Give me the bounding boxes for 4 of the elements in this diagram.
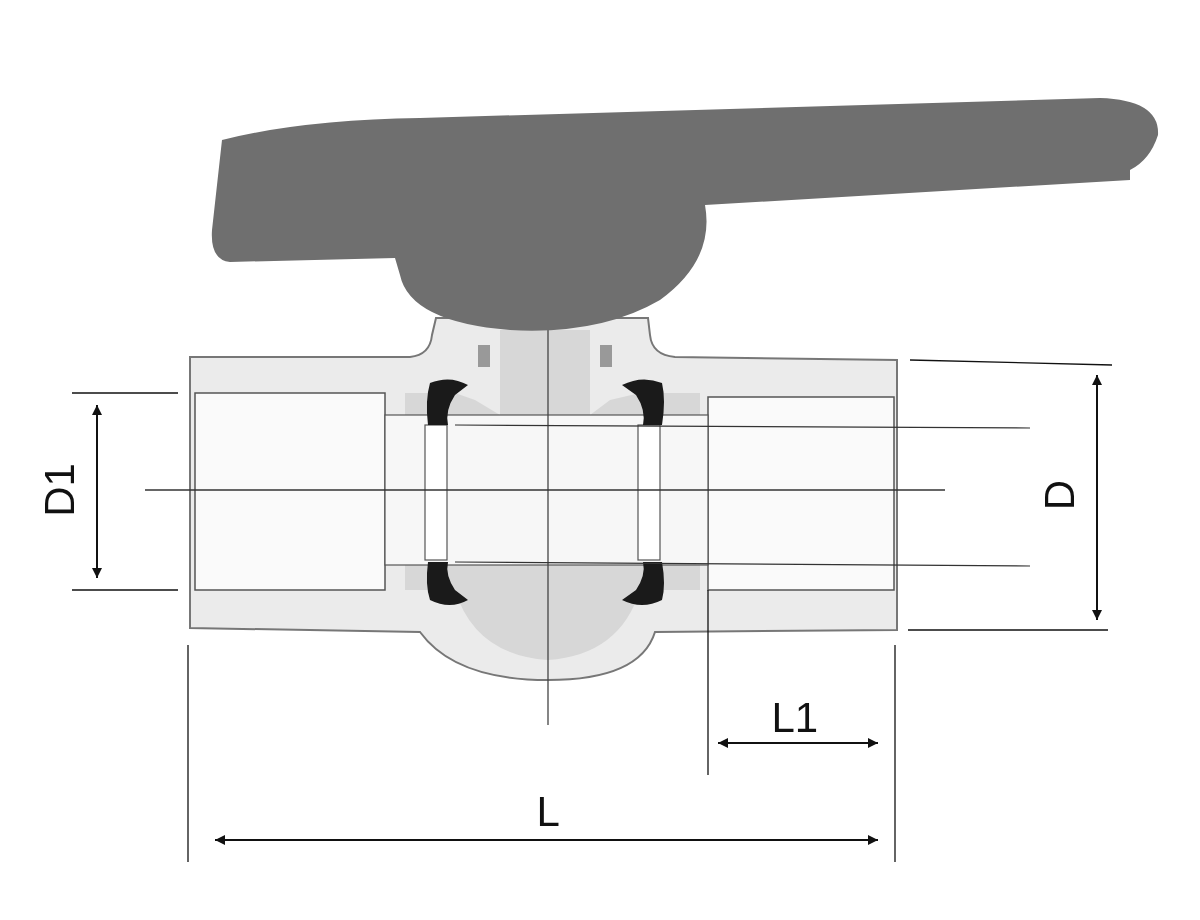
dimension-label: D1 — [38, 463, 81, 517]
dimension-label: L1 — [771, 697, 819, 739]
dimension-label: L — [536, 791, 560, 833]
dimension-label: D — [1039, 479, 1082, 511]
